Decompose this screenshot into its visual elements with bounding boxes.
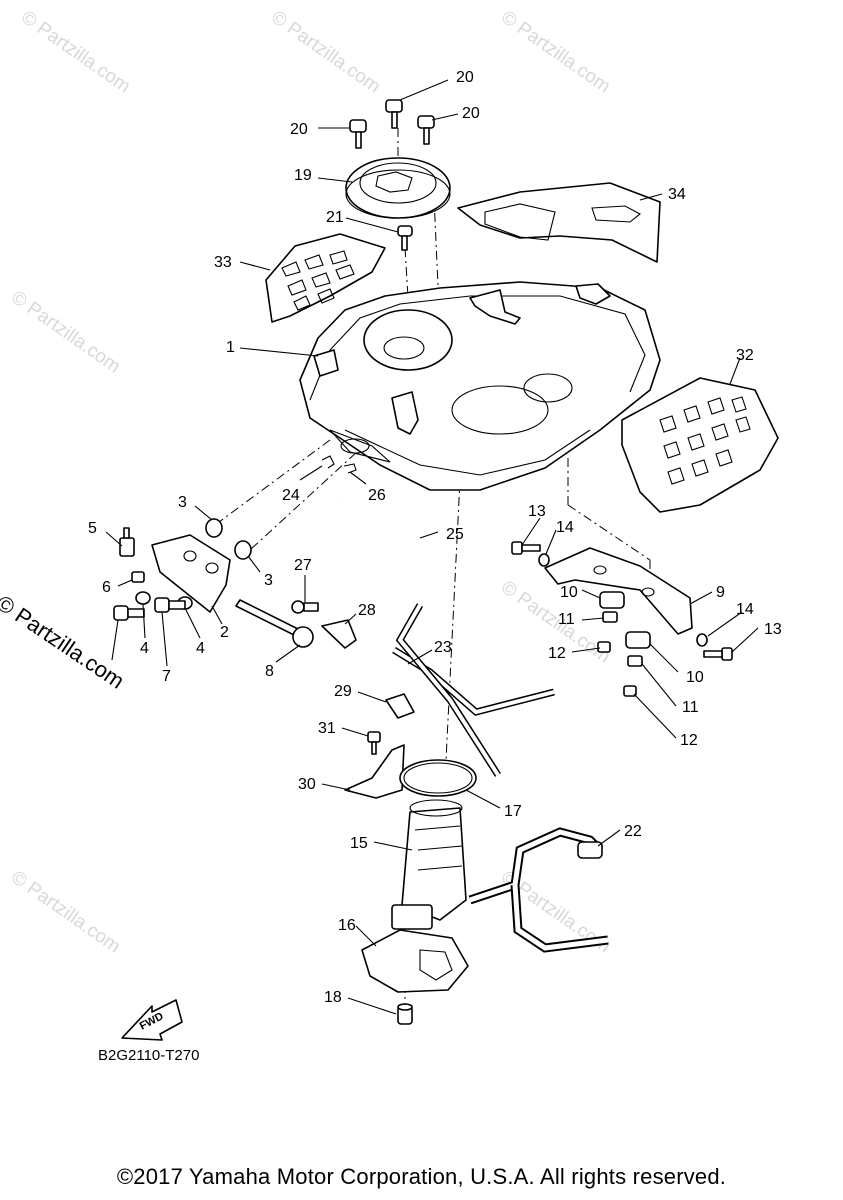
fuel-pump-part-15: [391, 799, 467, 930]
callout-26: 26: [368, 487, 386, 504]
copyright-notice: ©2017 Yamaha Motor Corporation, U.S.A. A…: [116, 1164, 727, 1189]
rear-bracket-part-9: [544, 547, 693, 635]
watermark-text: © Partzilla.com: [7, 867, 124, 958]
watermark-text: © Partzilla.com: [17, 7, 134, 98]
damper-part-10: [599, 591, 651, 649]
top-cover-part-34: [457, 182, 661, 263]
callout-28: 28: [358, 602, 376, 619]
fwd-arrow: FWD: [121, 999, 183, 1041]
callout-2: 2: [220, 624, 229, 641]
callout-32: 32: [736, 347, 754, 364]
callout-16: 16: [338, 917, 356, 934]
bolt-part-20: [349, 99, 435, 251]
callout-34: 34: [668, 186, 686, 203]
callout-14: 14: [556, 519, 574, 536]
callout-9: 9: [716, 584, 725, 601]
callout-29: 29: [334, 683, 352, 700]
callout-3: 3: [178, 494, 187, 511]
clip-part-26: [343, 463, 357, 474]
bolt-part-13: [511, 541, 733, 661]
callout-20: 20: [462, 105, 480, 122]
watermark-text: © Partzilla.com: [497, 7, 614, 98]
bolt-part-31: [367, 731, 381, 755]
callout-12: 12: [680, 732, 698, 749]
clip-part-24: [321, 455, 335, 469]
bolt-part-18: [397, 1003, 413, 1025]
callout-23: 23: [434, 639, 452, 656]
callout-13: 13: [764, 621, 782, 638]
screw-part-6: [131, 571, 145, 583]
callout-20: 20: [290, 121, 308, 138]
clip-part-29: [385, 693, 415, 719]
callout-14: 14: [736, 601, 754, 618]
callout-19: 19: [294, 167, 312, 184]
callout-20: 20: [456, 69, 474, 86]
diagram-code: B2G2110-T270: [98, 1047, 200, 1064]
bolt-part-12: [597, 641, 637, 697]
watermark-text: © Partzilla.com: [7, 287, 124, 378]
callout-31: 31: [318, 720, 336, 737]
callout-4: 4: [140, 640, 149, 657]
callout-10: 10: [560, 584, 578, 601]
bolt-part-27: [291, 600, 319, 614]
callout-13: 13: [528, 503, 546, 520]
leader-lines: [105, 79, 759, 1015]
callout-25: 25: [446, 526, 464, 543]
callout-1: 1: [226, 339, 235, 356]
side-panel-part-32: [621, 377, 779, 513]
callout-21: 21: [326, 209, 344, 226]
collar-part-11: [602, 611, 643, 667]
callout-24: 24: [282, 487, 300, 504]
drain-hose-part-23: [392, 603, 555, 777]
callout-11: 11: [558, 611, 575, 628]
gasket-plate-part-16: [361, 929, 469, 993]
callout-labels: 20 20 20 19 21 33 34 1 32 5 3 3 6 4 4 7 …: [88, 69, 782, 1006]
o-ring-part-17: [399, 759, 477, 797]
callout-17: 17: [504, 803, 522, 820]
callout-8: 8: [265, 663, 274, 680]
callout-7: 7: [162, 668, 171, 685]
fuel-hose-part-22: [468, 827, 609, 953]
clamp-part-28: [321, 619, 357, 649]
callout-5: 5: [88, 520, 97, 537]
washer-part-14: [538, 553, 708, 647]
callout-27: 27: [294, 557, 312, 574]
watermark-layer: © Partzilla.com © Partzilla.com © Partzi…: [7, 7, 614, 958]
fuel-tank-part-1: [299, 281, 661, 491]
front-bracket-part-2: [151, 534, 231, 613]
side-panel-part-33: [265, 233, 386, 323]
callout-33: 33: [214, 254, 232, 271]
callout-15: 15: [350, 835, 368, 852]
fuel-cap-part-19: [345, 157, 451, 219]
callout-30: 30: [298, 776, 316, 793]
callout-12: 12: [548, 645, 566, 662]
callout-6: 6: [102, 579, 111, 596]
watermark-text: © Partzilla.com: [267, 7, 384, 98]
sensor-part-5: [119, 527, 135, 557]
bracket-part-30: [344, 744, 405, 799]
callout-10: 10: [686, 669, 704, 686]
damper-part-3: [205, 518, 252, 560]
callout-11: 11: [682, 699, 699, 716]
breather-hose-part-25: [315, 497, 422, 651]
long-bolt-part-8: [235, 599, 314, 648]
callout-18: 18: [324, 989, 342, 1006]
callout-4: 4: [196, 640, 205, 657]
callout-22: 22: [624, 823, 642, 840]
callout-3: 3: [264, 572, 273, 589]
